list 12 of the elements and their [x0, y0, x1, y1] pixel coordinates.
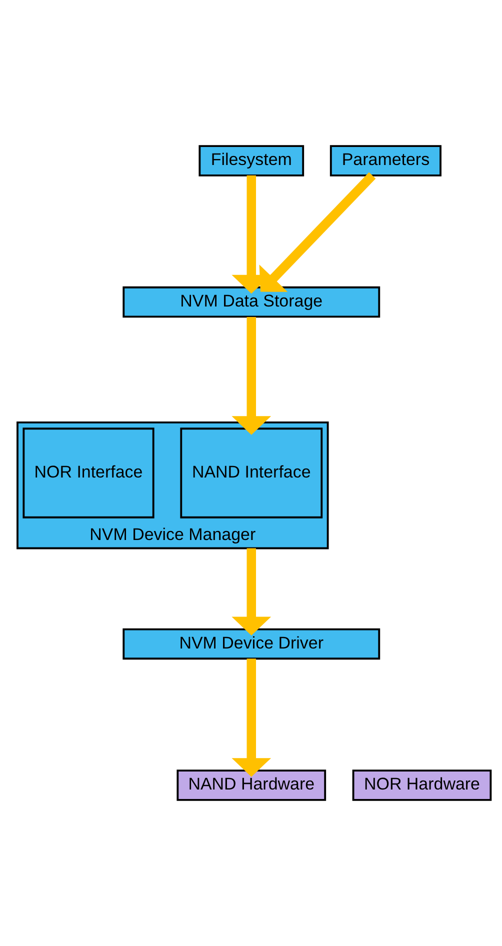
- arrow: [232, 316, 272, 435]
- node-box: NAND Interface: [180, 428, 323, 518]
- node-box: NAND Hardware: [176, 770, 326, 801]
- node-box: NVM Device Driver: [122, 628, 380, 660]
- node-box: Filesystem: [198, 145, 304, 176]
- node-box: Parameters: [330, 145, 442, 176]
- arrow: [232, 548, 272, 636]
- node-box: NOR Interface: [22, 428, 154, 518]
- arrow: [259, 172, 376, 292]
- node-box: NOR Hardware: [352, 770, 492, 801]
- arrow: [232, 658, 272, 777]
- node-box: NVM Data Storage: [122, 286, 380, 318]
